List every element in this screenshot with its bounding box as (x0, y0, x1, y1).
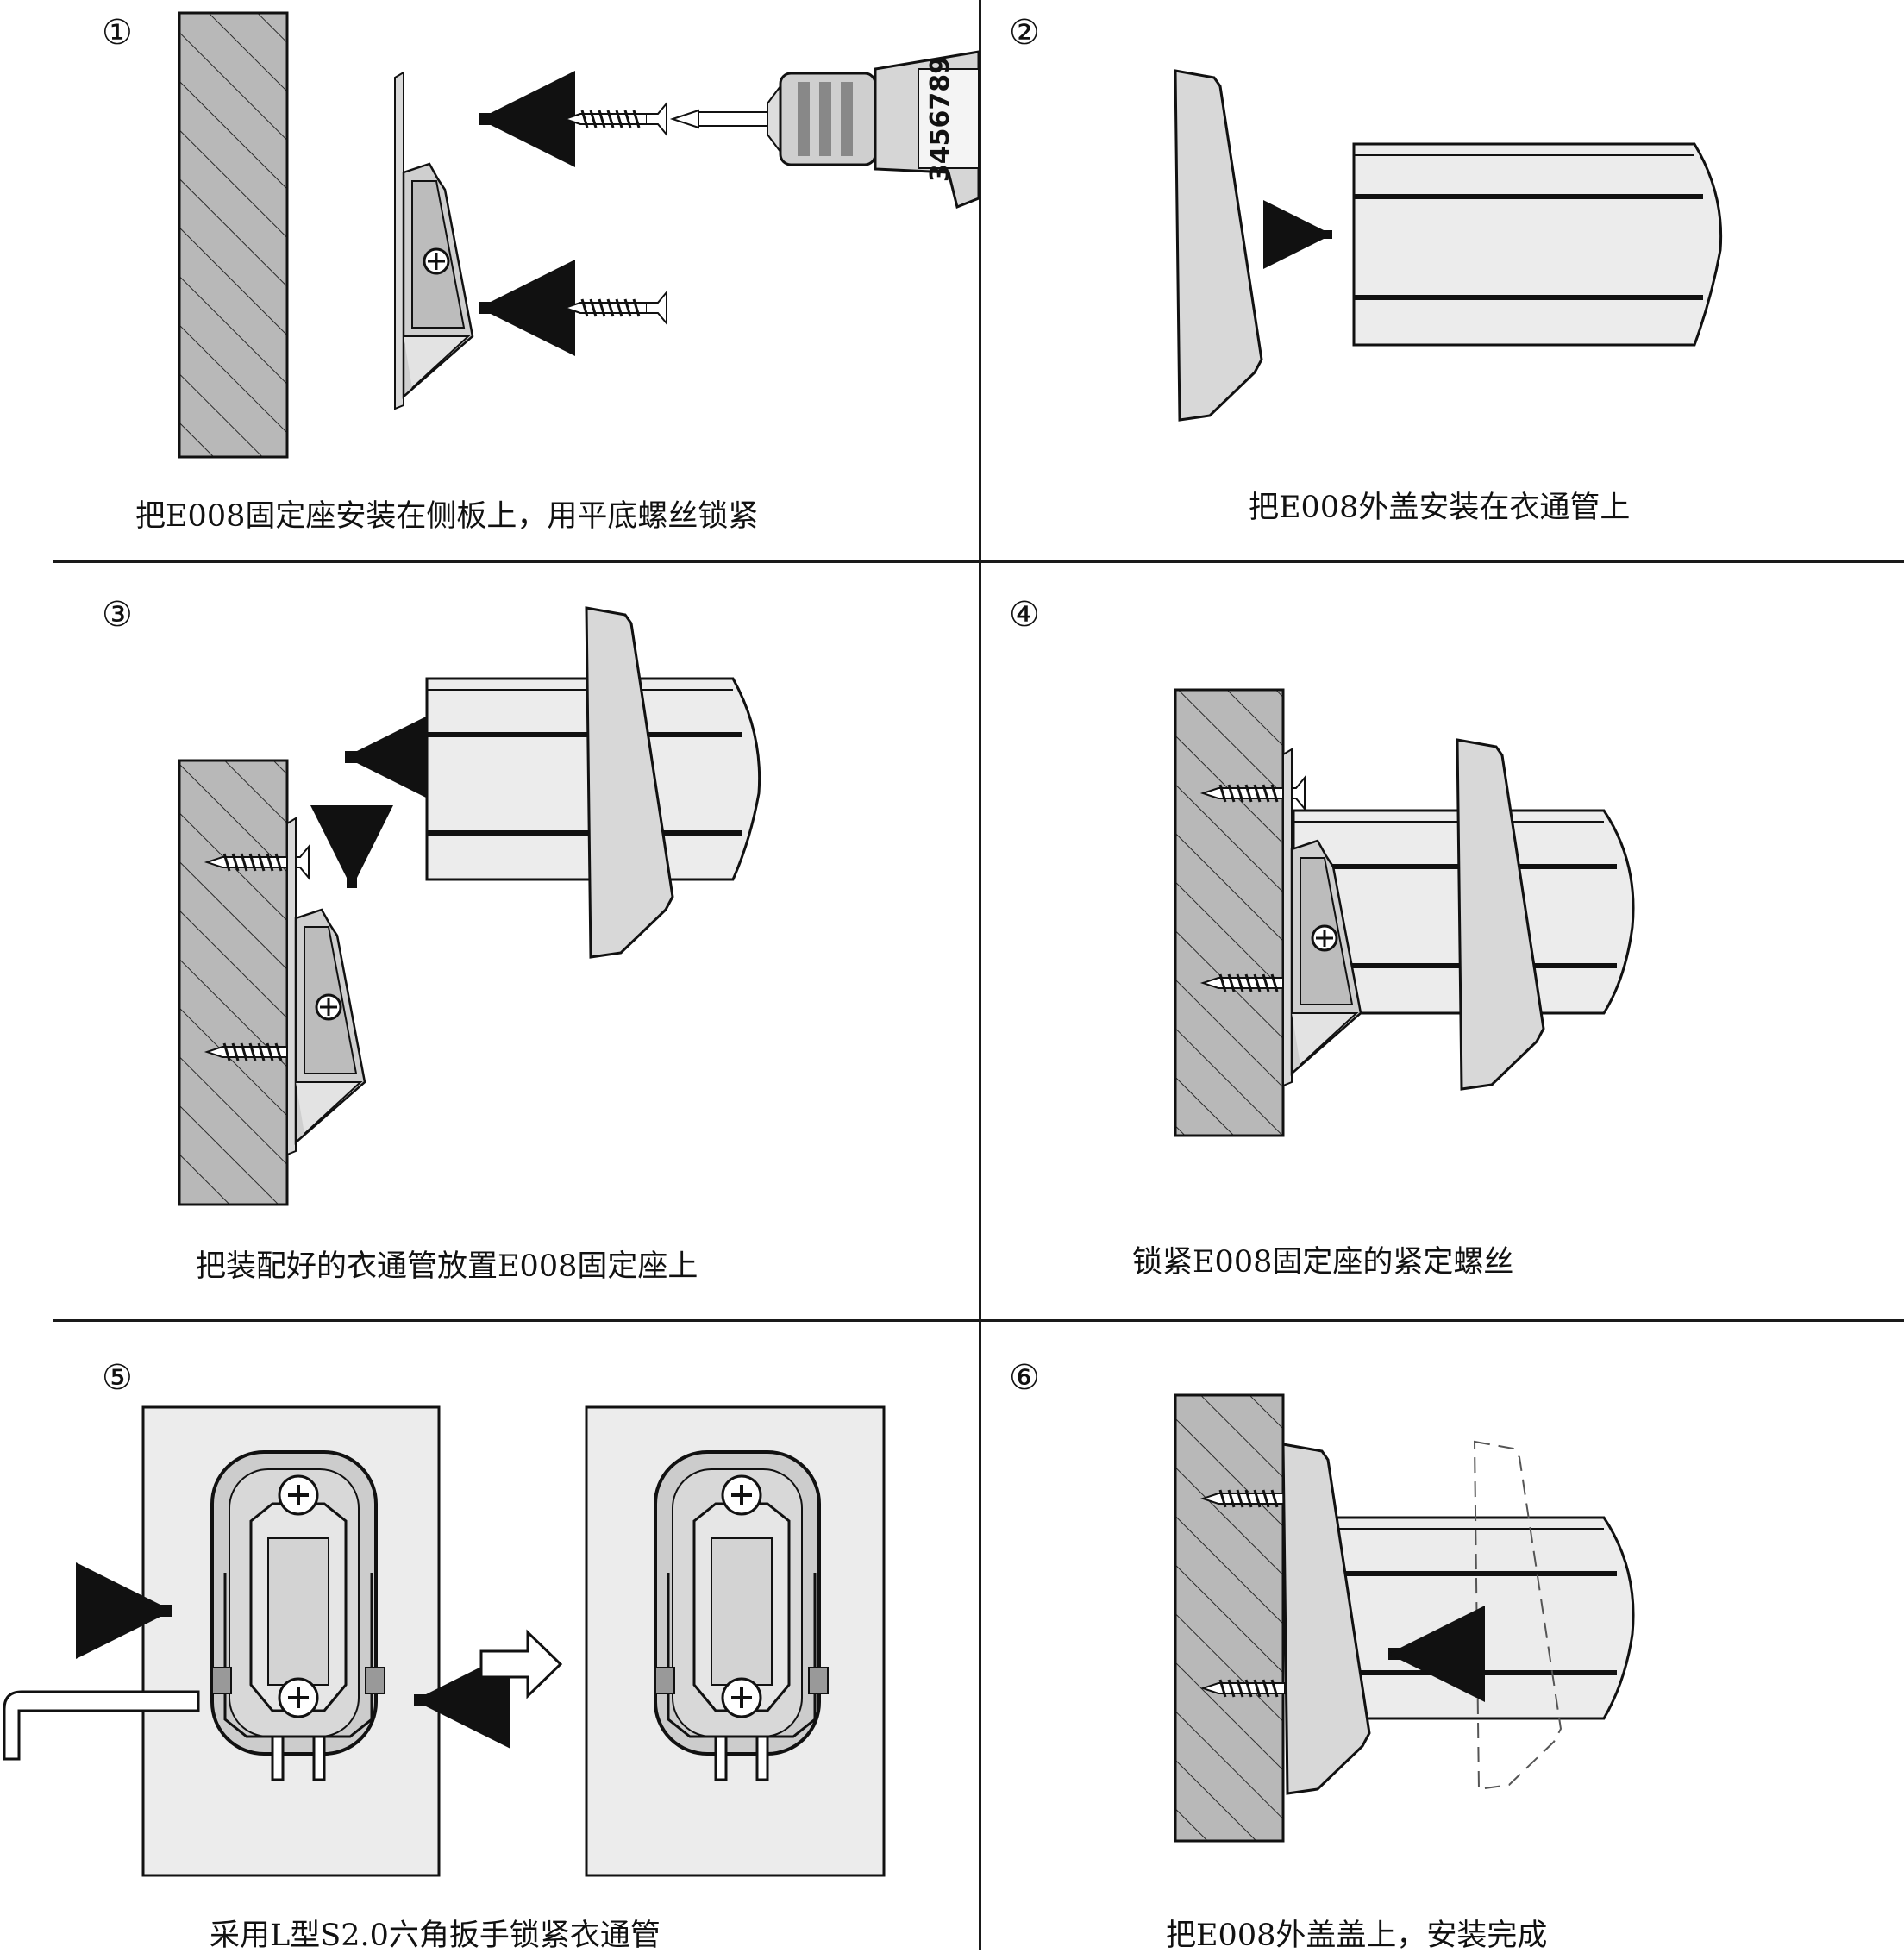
step-number-5: ⑤ (102, 1358, 133, 1398)
step-caption-3: 把装配好的衣通管放置E008固定座上 (196, 1249, 698, 1284)
step-number-4: ④ (1009, 595, 1040, 635)
horizontal-divider-2 (53, 1319, 1904, 1322)
svg-text:3456789: 3456789 (925, 56, 955, 182)
step-number-3: ③ (102, 595, 133, 635)
step-caption-1: 把E008固定座安装在侧板上，用平底螺丝锁紧 (135, 499, 759, 534)
vertical-divider (979, 0, 981, 1950)
drill-icon: 3456789 (669, 50, 980, 210)
step-number-2: ② (1009, 13, 1040, 53)
horizontal-divider-1 (53, 560, 1904, 563)
step-caption-4: 锁紧E008固定座的紧定螺丝 (1132, 1245, 1514, 1280)
step-number-6: ⑥ (1009, 1358, 1040, 1398)
step-caption-5: 采用L型S2.0六角扳手锁紧衣通管 (210, 1919, 661, 1953)
step-caption-2: 把E008外盖安装在衣通管上 (1249, 491, 1631, 525)
step-number-1: ① (102, 13, 133, 53)
step-caption-6: 把E008外盖盖上，安装完成 (1166, 1919, 1548, 1953)
